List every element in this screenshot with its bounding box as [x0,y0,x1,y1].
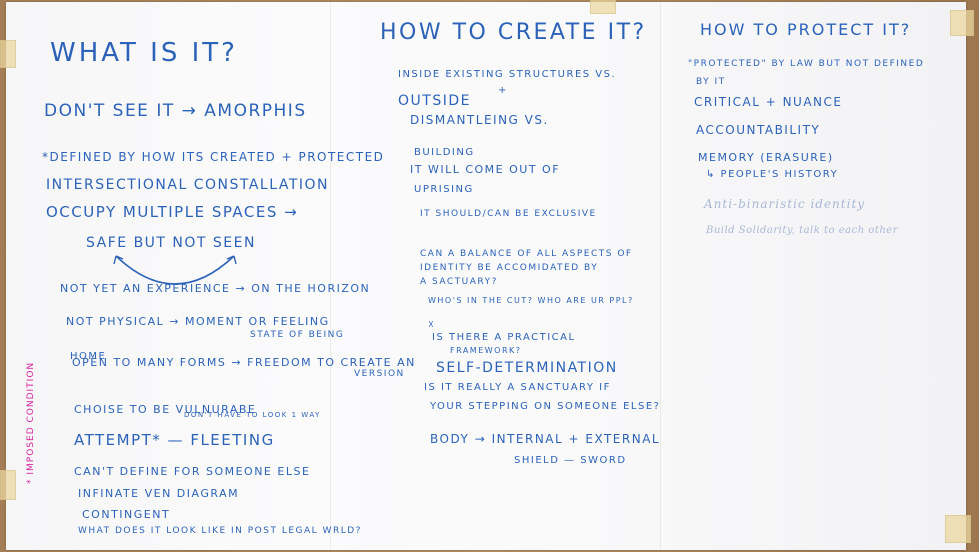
note-line: ↳ PEOPLE'S HISTORY [706,169,839,180]
note-line: INFINATE VEN DIAGRAM [78,487,240,500]
note-line: SHIELD — SWORD [514,455,627,466]
note-line: INTERSECTIONAL CONSTALLATION [46,177,330,193]
note-line: VERSION [354,369,405,379]
column-heading: HOW TO PROTECT IT? [700,20,912,39]
connector-arc [113,255,237,285]
tape-strip [0,470,16,500]
note-line: CAN A BALANCE OF ALL ASPECTS OF [420,249,633,259]
note-line: A SACTUARY? [420,277,498,287]
note-line: CHOISE TO BE VULNURABE [74,403,257,416]
note-line: CRITICAL + NUANCE [694,95,843,109]
tape-strip [0,40,16,68]
note-line: DON'T HAVE TO LOOK 1 WAY [184,411,321,419]
note-line: OUTSIDE [398,93,471,109]
tape-strip [945,515,971,543]
note-line: FRAMEWORK? [450,346,522,355]
note-line: *DEFINED BY HOW ITS CREATED + PROTECTED [42,150,385,164]
tape-strip [590,0,616,14]
paper-seam [330,2,331,550]
note-line: DISMANTLEING VS. [410,113,549,127]
note-line: IS IT REALLY A SANCTUARY IF [424,382,611,393]
note-line: IS THERE A PRACTICAL [432,332,576,343]
note-line: OCCUPY MULTIPLE SPACES → [46,203,299,221]
paper-sheet [6,2,966,550]
note-line: BODY → INTERNAL + EXTERNAL [430,432,661,446]
note-line: DON'T SEE IT → AMORPHIS [44,101,307,121]
note-line: WHO'S IN THE CUT? WHO ARE UR PPL? [428,296,634,305]
note-line: CAN'T DEFINE FOR SOMEONE ELSE [74,465,311,478]
note-line: WHAT DOES IT LOOK LIKE IN POST LEGAL WRL… [78,526,362,536]
note-line: ACCOUNTABILITY [696,123,821,137]
tape-strip [950,10,974,36]
note-line: SAFE BUT NOT SEEN [86,235,256,251]
note-line: Build Solidarity, talk to each other [706,225,898,236]
note-line: UPRISING [414,184,474,195]
column-heading: HOW TO CREATE IT? [380,20,647,45]
note-line: MEMORY (ERASURE) [698,151,834,164]
note-line: CONTINGENT [82,508,171,521]
note-line: BUILDING [414,147,475,158]
note-line: YOUR STEPPING ON SOMEONE ELSE? [430,401,661,412]
scribble-mark: ☓ [428,318,434,331]
note-line: INSIDE EXISTING STRUCTURES VS. [398,69,617,80]
side-note: * IMPOSED CONDITION [26,361,36,484]
note-line: HOME [70,351,107,362]
note-line: OPEN TO MANY FORMS → FREEDOM TO CREATE A… [72,356,416,369]
column-heading: WHAT IS IT? [50,38,238,68]
note-line: ATTEMPT* — FLEETING [74,431,275,449]
note-line: BY IT [696,77,726,87]
note-line: IT SHOULD/CAN BE EXCLUSIVE [420,209,597,219]
note-line: Anti-binaristic identity [704,197,866,211]
paper-seam [660,2,661,550]
note-line: IDENTITY BE ACCOMIDATED BY [420,263,599,273]
note-line: IT WILL COME OUT OF [410,163,561,176]
note-line: SELF-DETERMINATION [436,360,618,376]
note-line: "PROTECTED" BY LAW BUT NOT DEFINED [688,59,925,69]
note-line: STATE OF BEING [250,330,345,340]
note-line: + [498,85,508,96]
note-line: NOT YET AN EXPERIENCE → ON THE HORIZON [60,282,371,295]
note-line: NOT PHYSICAL → MOMENT OR FEELING [66,315,330,328]
